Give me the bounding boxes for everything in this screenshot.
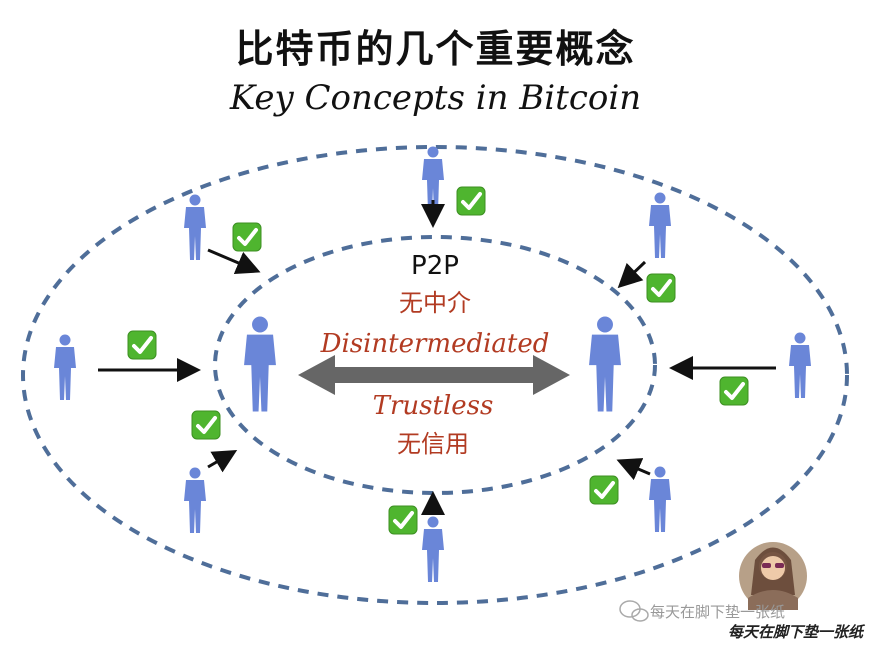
check-icon: [718, 375, 750, 407]
person-icon: [244, 316, 276, 412]
avatar: [739, 542, 807, 610]
person-icon: [184, 194, 206, 260]
arrow-icon: [207, 449, 238, 473]
person-icon: [649, 192, 671, 258]
p2p-label: P2P: [411, 251, 459, 281]
trustless-label: Trustless: [373, 391, 494, 421]
person-icon: [422, 516, 444, 582]
arrow-icon: [207, 248, 261, 274]
person-icon: [54, 334, 76, 400]
check-icon: [588, 474, 620, 506]
arrow-icon: [617, 260, 647, 289]
person-icon: [789, 332, 811, 398]
outer-ellipse: [21, 145, 849, 605]
footer-signature: 每天在脚下垫一张纸: [727, 623, 863, 641]
title-chinese: 比特币的几个重要概念: [235, 27, 636, 71]
check-icon: [455, 185, 487, 217]
check-icon: [190, 409, 222, 441]
arrow-icon: [616, 458, 651, 481]
wechat-icon: [619, 600, 649, 622]
no-intermediary-cn: 无中介: [399, 289, 471, 317]
title-english: Key Concepts in Bitcoin: [229, 78, 642, 118]
person-icon: [184, 467, 206, 533]
no-credit-cn: 无信用: [397, 430, 469, 458]
double-arrow-icon: [298, 355, 570, 395]
person-icon: [649, 466, 671, 532]
person-icon: [589, 316, 621, 412]
check-icon: [231, 221, 263, 253]
check-icon: [126, 329, 158, 361]
inner-ellipse: [213, 235, 657, 495]
watermark-text: 每天在脚下垫一张纸: [650, 603, 786, 621]
disintermediated-label: Disintermediated: [320, 329, 550, 359]
check-icon: [645, 272, 677, 304]
check-icon: [387, 504, 419, 536]
